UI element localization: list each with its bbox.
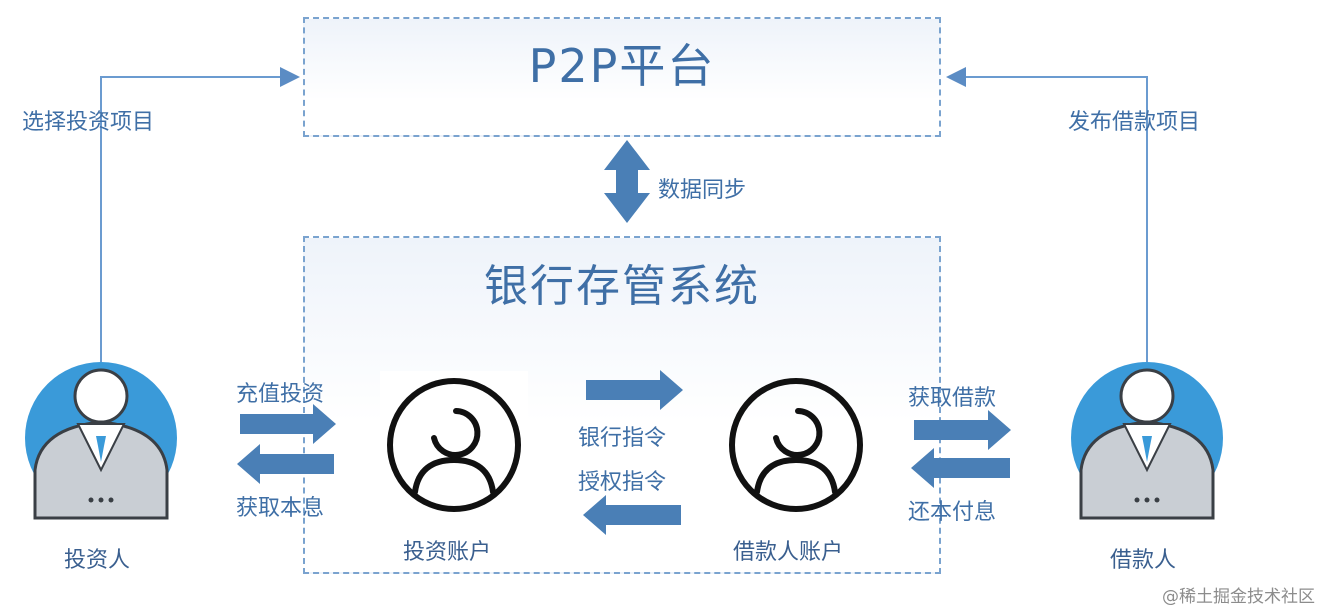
investment-account-icon bbox=[380, 371, 528, 519]
select-investment-project-label: 选择投资项目 bbox=[22, 110, 155, 135]
bank-instruction-arrow-right bbox=[586, 370, 683, 410]
data-sync-label: 数据同步 bbox=[658, 178, 747, 203]
auth-instruction-arrow-left bbox=[583, 495, 681, 535]
data-sync-arrow bbox=[604, 140, 650, 223]
repay-arrow-left bbox=[911, 448, 1010, 488]
recharge-invest-label: 充值投资 bbox=[236, 382, 325, 407]
borrower-account-icon bbox=[729, 378, 863, 512]
get-loan-label: 获取借款 bbox=[908, 386, 997, 411]
borrower-account-label: 借款人账户 bbox=[733, 540, 844, 565]
borrower-to-p2p-line bbox=[946, 67, 1148, 362]
watermark: @稀土掘金技术社区 bbox=[1162, 587, 1315, 607]
bank-instruction-label: 银行指令 bbox=[578, 426, 667, 451]
p2p-platform-title: P2P平台 bbox=[528, 39, 716, 93]
auth-instruction-label: 授权指令 bbox=[578, 470, 667, 495]
investor-avatar-icon bbox=[25, 362, 177, 520]
publish-loan-project-label: 发布借款项目 bbox=[1068, 110, 1201, 135]
investor-to-p2p-line bbox=[100, 67, 300, 362]
p2p-platform-box bbox=[303, 17, 941, 137]
recharge-arrow-right bbox=[240, 404, 336, 444]
get-principal-interest-label: 获取本息 bbox=[236, 496, 325, 521]
repay-label: 还本付息 bbox=[908, 500, 997, 525]
bank-system-title: 银行存管系统 bbox=[484, 261, 760, 312]
borrower-avatar-icon bbox=[1071, 362, 1223, 520]
borrower-label: 借款人 bbox=[1110, 548, 1177, 573]
investor-label: 投资人 bbox=[64, 548, 131, 573]
return-arrow-left bbox=[237, 444, 334, 484]
get-loan-arrow-right bbox=[914, 410, 1011, 450]
investment-account-label: 投资账户 bbox=[403, 540, 492, 565]
